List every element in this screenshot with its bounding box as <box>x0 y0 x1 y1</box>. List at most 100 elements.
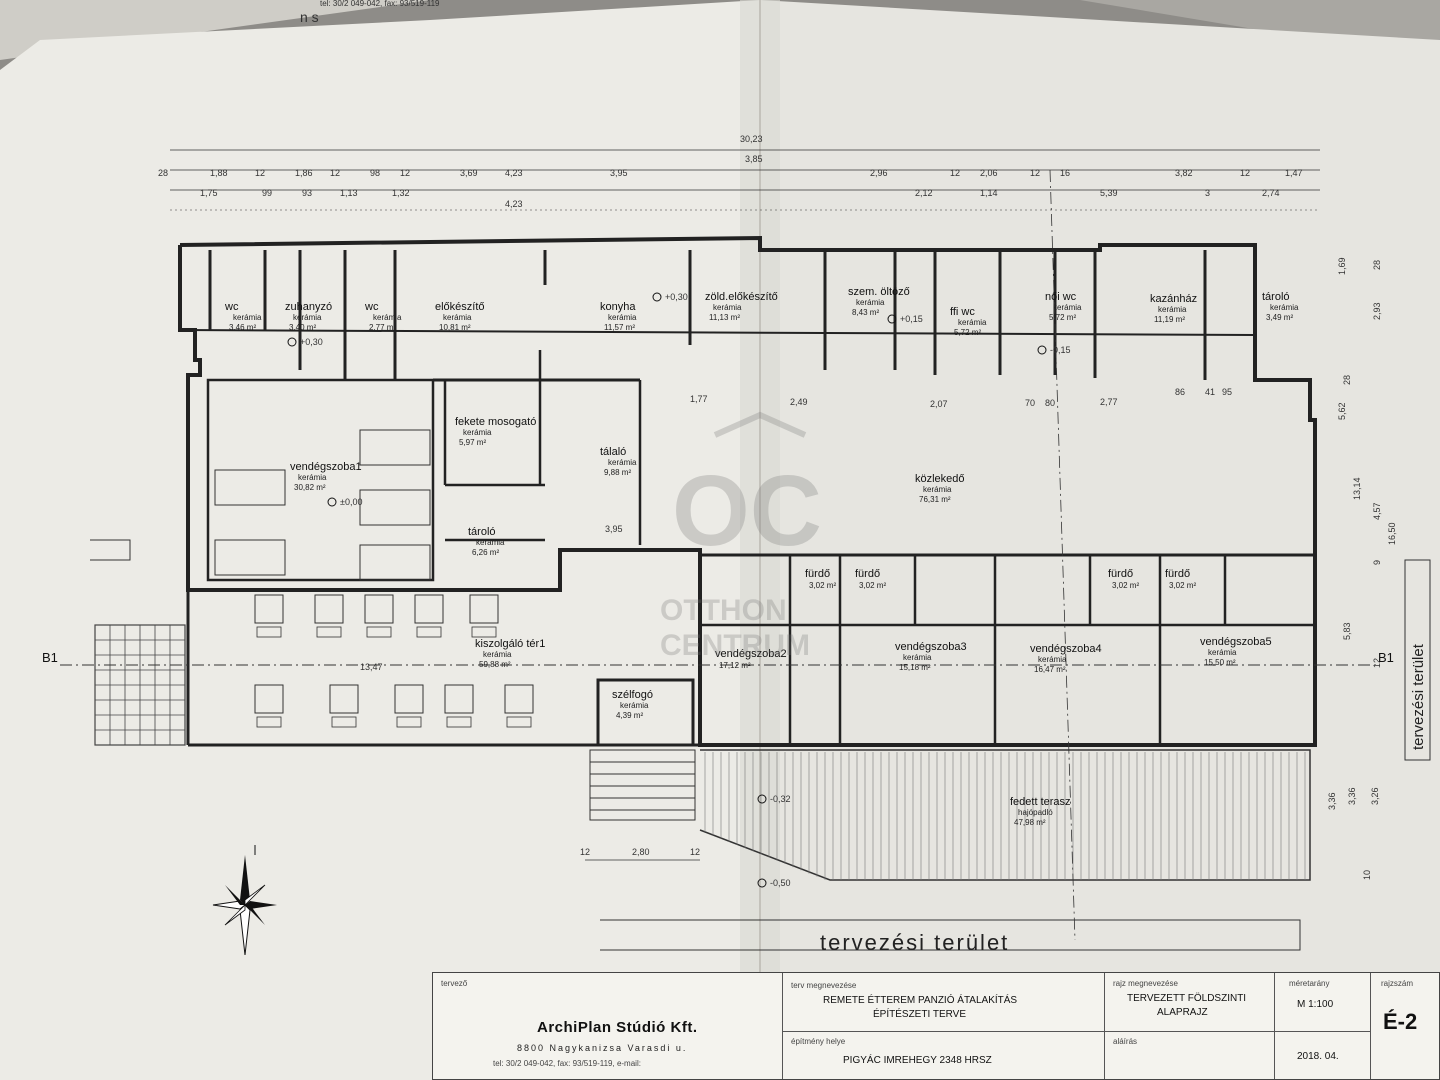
stray-text-contact: tel: 30/2 049-042, fax: 93/519-119 <box>320 0 440 8</box>
dim-label: 12 <box>1372 658 1382 668</box>
dim-label: 1,13 <box>340 188 358 198</box>
room-material: kerámia <box>856 298 885 307</box>
plan-line2: ÉPÍTÉSZETI TERVE <box>873 1009 966 1020</box>
room-name: előkészítő <box>435 301 485 313</box>
room-name: szem. öltöző <box>848 286 910 298</box>
table-set <box>414 594 444 638</box>
room-area: 15,50 m² <box>1204 658 1236 667</box>
level-value: -0,15 <box>1050 345 1071 355</box>
level-marker: ±0,00 <box>327 497 362 507</box>
level-marker: -0,50 <box>757 878 791 888</box>
designer-label: tervező <box>441 979 468 988</box>
paper-right-sheet <box>760 0 1440 1080</box>
room-material: kerámia <box>608 458 637 467</box>
dim-label: 5,39 <box>1100 188 1118 198</box>
spot-dim: 41 <box>1205 387 1215 397</box>
room-name: kiszolgáló tér1 <box>475 638 545 650</box>
room-material: kerámia <box>476 538 505 547</box>
spot-dim: 80 <box>1045 398 1055 408</box>
dim-label: 13,14 <box>1352 477 1362 500</box>
room-name: konyha <box>600 301 636 313</box>
room-material: kerámia <box>463 428 492 437</box>
room-area: 47,98 m² <box>1014 818 1046 827</box>
firm-contact: tel: 30/2 049-042, fax: 93/519-119, e-ma… <box>493 1059 641 1068</box>
north-arrow <box>212 845 277 956</box>
level-symbol <box>287 337 297 347</box>
paper-left-sheet <box>0 0 760 1080</box>
dim-label: 12 <box>1240 168 1250 178</box>
furniture <box>214 429 534 728</box>
sheet-value: É-2 <box>1383 1009 1418 1034</box>
drawing-cell: rajz megnevezése TERVEZETT FÖLDSZINTI AL… <box>1105 973 1275 1079</box>
spot-dim: 2,77 <box>1100 397 1118 407</box>
room-name: fedett terasz <box>1010 796 1071 808</box>
room-area: 5,97 m² <box>459 438 486 447</box>
room-area: 17,12 m² <box>719 661 751 670</box>
site-value: PIGYÁC IMREHEGY 2348 HRSZ <box>843 1055 992 1066</box>
dim-label: 28 <box>1342 375 1352 385</box>
room-material: kerámia <box>443 313 472 322</box>
level-marker: -0,15 <box>1037 345 1071 355</box>
room-area: 11,19 m² <box>1154 315 1185 324</box>
room-material: hajópadló <box>1018 808 1053 817</box>
scale-label: méretarány <box>1289 979 1330 988</box>
room-area: 11,13 m² <box>709 313 740 322</box>
room-name: tároló <box>1262 291 1290 303</box>
room-name: vendégszoba5 <box>1200 636 1272 648</box>
level-symbol <box>1037 345 1047 355</box>
table-set <box>329 684 359 728</box>
hatch-terrace <box>94 624 186 746</box>
dim-label: 3,69 <box>460 168 478 178</box>
dim-label: 3,26 <box>1370 787 1380 805</box>
level-symbol <box>652 292 662 302</box>
dim-label: 1,47 <box>1285 168 1303 178</box>
room-area: 10,81 m² <box>439 323 471 332</box>
dim-label: 12 <box>255 168 265 178</box>
room-name: vendégszoba4 <box>1030 643 1102 655</box>
room-material: kerámia <box>620 701 649 710</box>
room-material: kerámia <box>233 313 262 322</box>
bottom-dim: 12 <box>690 847 700 857</box>
level-symbol <box>327 497 337 507</box>
room-name: vendégszoba1 <box>290 461 362 473</box>
room-name: vendégszoba2 <box>715 648 787 660</box>
room-material: kerámia <box>1270 303 1299 312</box>
dim-label: 1,86 <box>295 168 313 178</box>
room-name: zöld.előkészítő <box>705 291 778 303</box>
drawing-line1: TERVEZETT FÖLDSZINTI <box>1127 993 1247 1004</box>
dimension-lines-top: 30,23 3,85 <box>170 134 1320 211</box>
dim-label: 2,06 <box>980 168 998 178</box>
spot-dim: 3,95 <box>605 524 623 534</box>
level-value: ±0,00 <box>340 497 362 507</box>
date-value: 2018. 04. <box>1297 1051 1339 1062</box>
table-set <box>364 594 394 638</box>
room-material: kerámia <box>1158 305 1187 314</box>
room-area: 15,18 m² <box>899 663 931 672</box>
dim-label: 5,62 <box>1337 402 1347 420</box>
level-symbol <box>887 314 897 324</box>
room-area: 76,31 m² <box>919 495 951 504</box>
level-symbol <box>757 794 767 804</box>
section-marker-right: B1 <box>1378 650 1394 665</box>
room-name: tálaló <box>600 446 626 458</box>
dim-label: 1,75 <box>200 188 218 198</box>
room-area: 11,57 m² <box>604 323 635 332</box>
room-material: kerámia <box>298 473 327 482</box>
